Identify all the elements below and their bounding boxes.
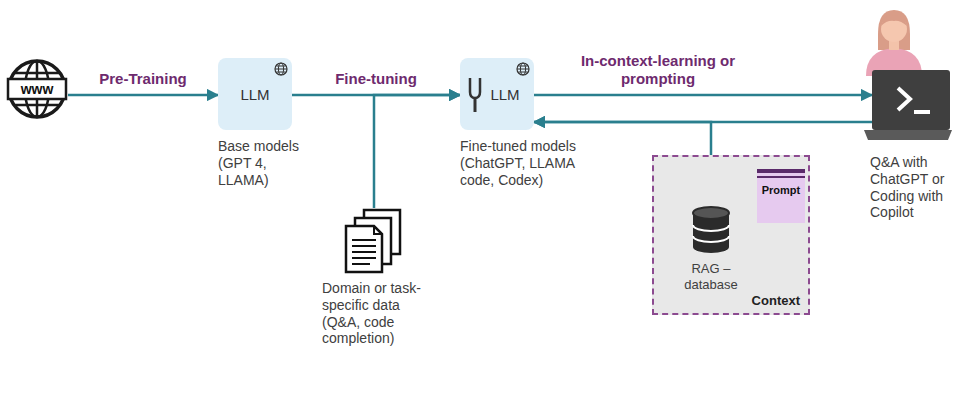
- data-caption: Domain or task-specific data (Q&A, code …: [322, 280, 434, 347]
- connector-group: [68, 95, 872, 208]
- model-caption: Base models (GPT 4, LLAMA): [218, 138, 310, 188]
- flow-arrow: [374, 95, 460, 208]
- flow-arrow: [68, 94, 218, 97]
- prompt-label: Prompt: [757, 184, 805, 196]
- globe-icon: [274, 62, 288, 76]
- tuning-fork-icon: [466, 76, 484, 114]
- web-source: www: [6, 58, 68, 120]
- llm-box: [460, 58, 534, 130]
- llm-label: LLM: [460, 58, 534, 130]
- user-caption: Q&A with ChatGPT or Coding with Copilot: [870, 154, 956, 221]
- user-laptop-icon: [852, 4, 952, 144]
- user-figure: Q&A with ChatGPT or Coding with Copilot: [852, 4, 958, 221]
- base-model-box: LLM Base models (GPT 4, LLAMA): [218, 58, 310, 188]
- flow-arrow: [534, 122, 711, 203]
- documents-icon: [344, 208, 404, 274]
- prompt-bar: [757, 169, 805, 173]
- llm-box: [218, 58, 292, 130]
- context-label: Context: [752, 293, 800, 308]
- training-data: Domain or task-specific data (Q&A, code …: [322, 208, 440, 347]
- database-icon: [689, 203, 733, 257]
- flow-arrow: [534, 94, 872, 97]
- database-label: RAG – database: [676, 261, 746, 292]
- prompt-bar: [757, 176, 805, 178]
- fine-tuned-model-box: LLM Fine-tuned models (ChatGPT, LLAMA cod…: [460, 58, 600, 188]
- model-caption: Fine-tuned models (ChatGPT, LLAMA code, …: [460, 138, 600, 188]
- globe-icon: [6, 58, 68, 120]
- stage-label: Fine-tuning: [335, 70, 417, 89]
- context-region: Context PromptRAG – database: [652, 155, 810, 315]
- globe-icon: [516, 62, 530, 76]
- rag-database: RAG – database: [676, 203, 746, 292]
- globe-label: www: [6, 58, 68, 120]
- llm-label: LLM: [218, 58, 292, 130]
- stage-label: In-context-learning or prompting: [569, 52, 747, 90]
- prompt-box: Prompt: [757, 169, 805, 223]
- stage-label: Pre-Training: [99, 70, 187, 89]
